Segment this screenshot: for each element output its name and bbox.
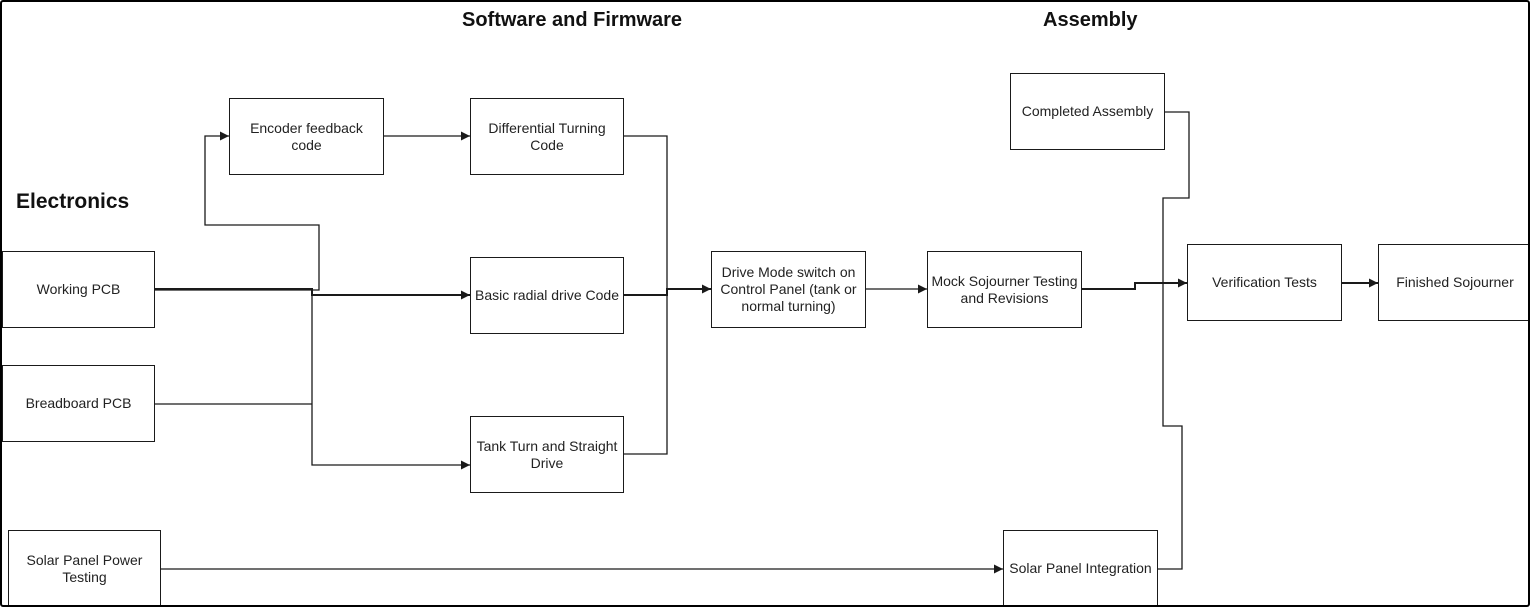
node-breadboard-pcb[interactable]: Breadboard PCB xyxy=(2,365,155,442)
heading-electronics: Electronics xyxy=(16,190,130,213)
node-label: Solar Panel Power Testing xyxy=(26,551,143,585)
node-differential-turning-code[interactable]: Differential Turning Code xyxy=(470,98,624,175)
node-verification-tests[interactable]: Verification Tests xyxy=(1187,244,1342,321)
heading-assembly: Assembly xyxy=(1043,9,1138,31)
edge-mock-to-verification xyxy=(1081,278,1187,290)
edge-differential-to-drive-mode xyxy=(624,135,668,289)
node-label: Completed Assembly xyxy=(1021,103,1154,119)
node-label: Encoder feedback code xyxy=(250,119,363,153)
node-solar-panel-power-testing[interactable]: Solar Panel Power Testing xyxy=(8,530,161,605)
node-label: Finished Sojourner xyxy=(1396,274,1514,290)
node-drive-mode-switch[interactable]: Drive Mode switch on Control Panel (tank… xyxy=(711,251,866,328)
node-finished-sojourner[interactable]: Finished Sojourner xyxy=(1378,244,1528,321)
node-encoder-feedback-code[interactable]: Encoder feedback code xyxy=(229,98,384,175)
node-mock-sojourner-testing[interactable]: Mock Sojourner Testing and Revisions xyxy=(927,251,1082,328)
node-label: Drive Mode switch on Control Panel (tank… xyxy=(720,264,857,314)
node-label: Tank Turn and Straight Drive xyxy=(476,437,618,471)
heading-software-firmware: Software and Firmware xyxy=(462,9,683,31)
node-label: Solar Panel Integration xyxy=(1009,560,1152,576)
edge-solar-integration-to-verification xyxy=(1157,283,1183,570)
node-label: Differential Turning Code xyxy=(488,119,606,153)
edge-basic-radial-to-drive-mode xyxy=(624,284,711,296)
node-label: Mock Sojourner Testing and Revisions xyxy=(931,272,1078,306)
edge-trunk-to-tank-turn xyxy=(311,289,470,470)
node-basic-radial-drive-code[interactable]: Basic radial drive Code xyxy=(470,257,624,334)
node-tank-turn-straight-drive[interactable]: Tank Turn and Straight Drive xyxy=(470,416,624,493)
node-solar-panel-integration[interactable]: Solar Panel Integration xyxy=(1003,530,1158,605)
node-label: Basic radial drive Code xyxy=(475,287,619,303)
node-label: Verification Tests xyxy=(1212,274,1317,290)
node-completed-assembly[interactable]: Completed Assembly xyxy=(1010,73,1165,150)
node-label: Working PCB xyxy=(36,281,121,297)
node-working-pcb[interactable]: Working PCB xyxy=(2,251,155,328)
node-label: Breadboard PCB xyxy=(25,395,132,411)
edge-tank-turn-to-drive-mode xyxy=(624,289,668,455)
edge-completed-assembly-to-verification xyxy=(1162,111,1190,283)
